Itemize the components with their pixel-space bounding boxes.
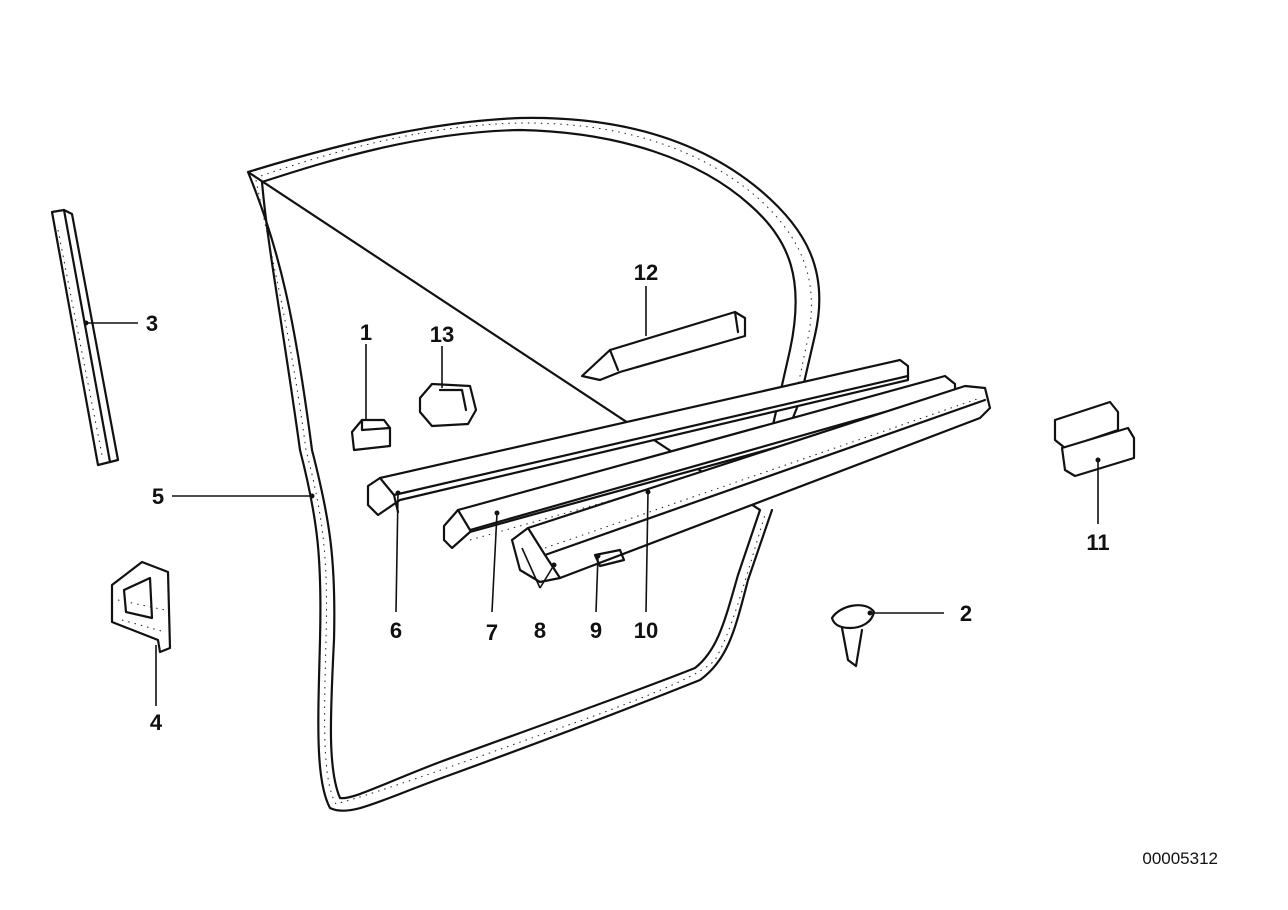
callout-8: 8 <box>534 618 546 643</box>
callout-7: 7 <box>486 620 498 645</box>
callout-9: 9 <box>590 618 602 643</box>
callout-5: 5 <box>152 484 164 509</box>
callout-4: 4 <box>150 710 163 735</box>
vertical-guide-strip <box>50 208 120 467</box>
small-clip <box>350 418 392 452</box>
callout-6: 6 <box>390 618 402 643</box>
mounting-bracket <box>110 560 172 654</box>
callout-3: 3 <box>146 311 158 336</box>
inner-rail <box>366 358 910 517</box>
double-clip <box>1053 400 1136 478</box>
short-channel <box>580 310 747 382</box>
callout-2: 2 <box>960 601 972 626</box>
callout-13: 13 <box>430 322 454 347</box>
door-seal <box>246 116 821 812</box>
end-cap <box>418 382 478 428</box>
callout-10: 10 <box>634 618 658 643</box>
callout-12: 12 <box>634 260 658 285</box>
push-pin <box>830 604 876 668</box>
callout-1: 1 <box>360 320 372 345</box>
callout-11: 11 <box>1086 530 1109 555</box>
diagram-id: 00005312 <box>1142 849 1218 868</box>
leader-lines <box>83 286 1101 706</box>
